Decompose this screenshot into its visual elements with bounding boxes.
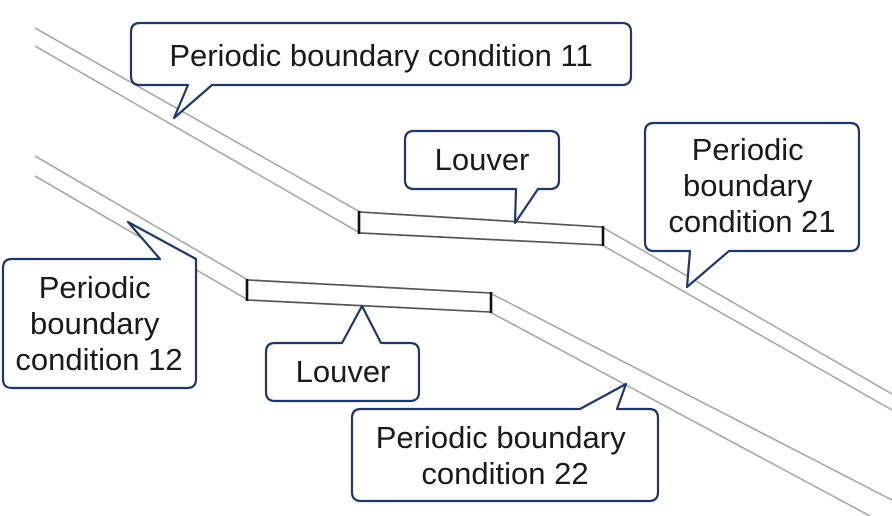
callout-louver-lower-text: Louver [296,354,391,389]
callout-pbc21-bubble [643,121,861,289]
svg-text:Periodic boundary condition 11: Periodic boundary condition 11 [169,38,592,73]
callout-pbc12-line2: boundary [30,306,160,341]
callout-pbc12: Periodic boundary condition 12 [1,220,198,390]
louver-lower [245,279,493,313]
callout-pbc21-line2: boundary [683,168,813,203]
callout-louver-upper-text: Louver [435,142,530,177]
louver-upper [357,211,605,246]
callout-pbc12-line1: Periodic [39,270,151,305]
callout-pbc11-text: Periodic boundary condition 11 [169,38,592,73]
callout-louver-upper-bubble [403,129,561,225]
callout-pbc11-bubble [129,21,633,120]
svg-text:Louver: Louver [435,142,530,177]
callout-pbc22-bubble [350,382,660,503]
callout-louver-lower-bubble [264,304,421,403]
callout-louver-upper: Louver [403,129,561,225]
callout-pbc21-line3: condition 21 [668,204,835,239]
callout-pbc21: Periodic boundary condition 21 [643,121,861,289]
callout-pbc12-bubble [1,220,198,390]
callout-pbc22: Periodic boundary condition 22 [350,382,660,503]
callout-pbc22-line2: condition 22 [421,456,588,491]
callout-pbc21-line1: Periodic [692,132,804,167]
svg-text:Periodic boundary: Periodic boundary condition 12 [15,270,182,377]
callout-pbc22-line1: Periodic boundary [376,420,626,455]
svg-text:Periodic boundary condit: Periodic boundary condition 22 [376,420,635,491]
svg-text:Periodic boundary: Periodic boundary condition 21 [668,132,835,239]
callout-pbc11: Periodic boundary condition 11 [129,21,633,120]
callout-louver-lower: Louver [264,304,421,403]
svg-text:Louver: Louver [296,354,391,389]
callout-pbc12-line3: condition 12 [15,342,182,377]
